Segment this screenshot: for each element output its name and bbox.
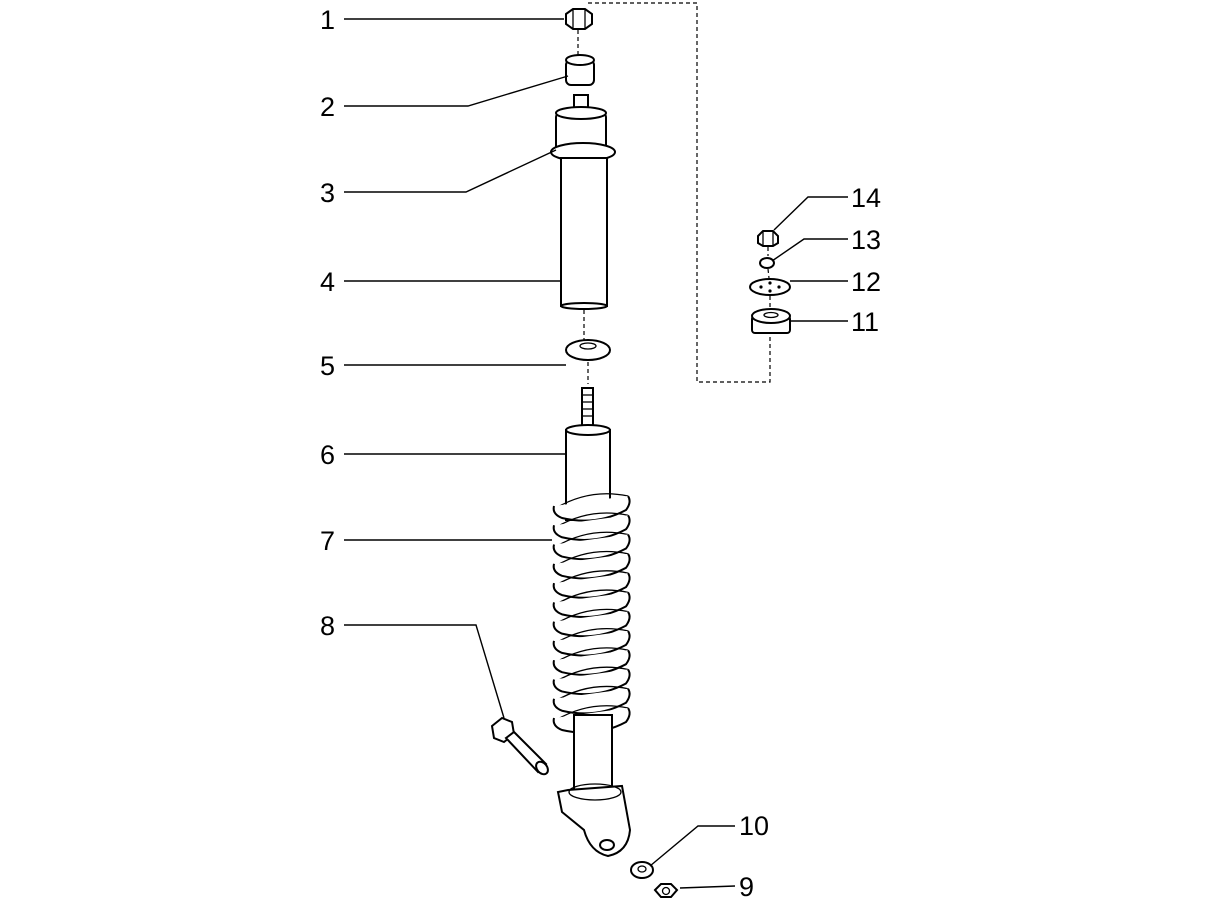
- part-12-washer: [749, 278, 791, 310]
- part-8-bolt: [490, 716, 549, 776]
- leader-9: [679, 885, 736, 889]
- part-10-spring-washer: [630, 861, 654, 879]
- assembly-bracket-line: [588, 2, 771, 383]
- part-13-spring-washer: [759, 257, 775, 279]
- spring-coil-back: [555, 647, 629, 663]
- callout-2: 2: [320, 92, 335, 122]
- part-9-nut: [653, 883, 679, 898]
- spring-coil-back: [555, 608, 629, 625]
- spring-coil-back: [555, 666, 629, 683]
- callout-9: 9: [739, 872, 754, 902]
- callout-8: 8: [320, 611, 335, 641]
- callout-14: 14: [851, 183, 881, 213]
- damper-lower-mount: [556, 714, 632, 858]
- callout-4: 4: [320, 267, 335, 297]
- part-11-rubber-block: [751, 308, 791, 334]
- leader-13: [771, 238, 848, 262]
- part-3-4-upper-cover: [550, 94, 616, 340]
- leader-8: [344, 624, 505, 719]
- callout-10: 10: [739, 811, 769, 841]
- part-1-top-nut: [565, 8, 593, 55]
- callout-13: 13: [851, 225, 881, 255]
- spring-coil-back: [555, 570, 629, 586]
- spring-coil-back: [555, 550, 629, 567]
- leader-2: [344, 75, 569, 107]
- callout-numbers: 1 2 3 4 5 6 7 8 9 10 11 12 13 14: [320, 5, 881, 902]
- part-5-washer: [565, 339, 611, 384]
- leader-lines: [344, 18, 848, 889]
- callout-1: 1: [320, 5, 335, 35]
- callout-6: 6: [320, 440, 335, 470]
- leader-10: [649, 825, 735, 867]
- part-2-bushing: [565, 54, 595, 86]
- spring-coil-back: [555, 705, 629, 721]
- callout-11: 11: [851, 307, 879, 337]
- spring-coil-back: [555, 589, 629, 605]
- spring-coil-back: [555, 628, 629, 644]
- spring-coil-back: [555, 512, 629, 528]
- spring-coil-back: [555, 493, 629, 509]
- part-14-nut: [757, 230, 779, 256]
- part-7-coil-spring: [552, 493, 631, 734]
- callout-7: 7: [320, 526, 335, 556]
- callout-3: 3: [320, 178, 335, 208]
- leader-14: [773, 196, 848, 231]
- leader-3: [344, 149, 557, 193]
- spring-coil-back: [555, 531, 629, 548]
- callout-12: 12: [851, 267, 881, 297]
- callout-5: 5: [320, 351, 335, 381]
- spring-coil-back: [555, 685, 629, 702]
